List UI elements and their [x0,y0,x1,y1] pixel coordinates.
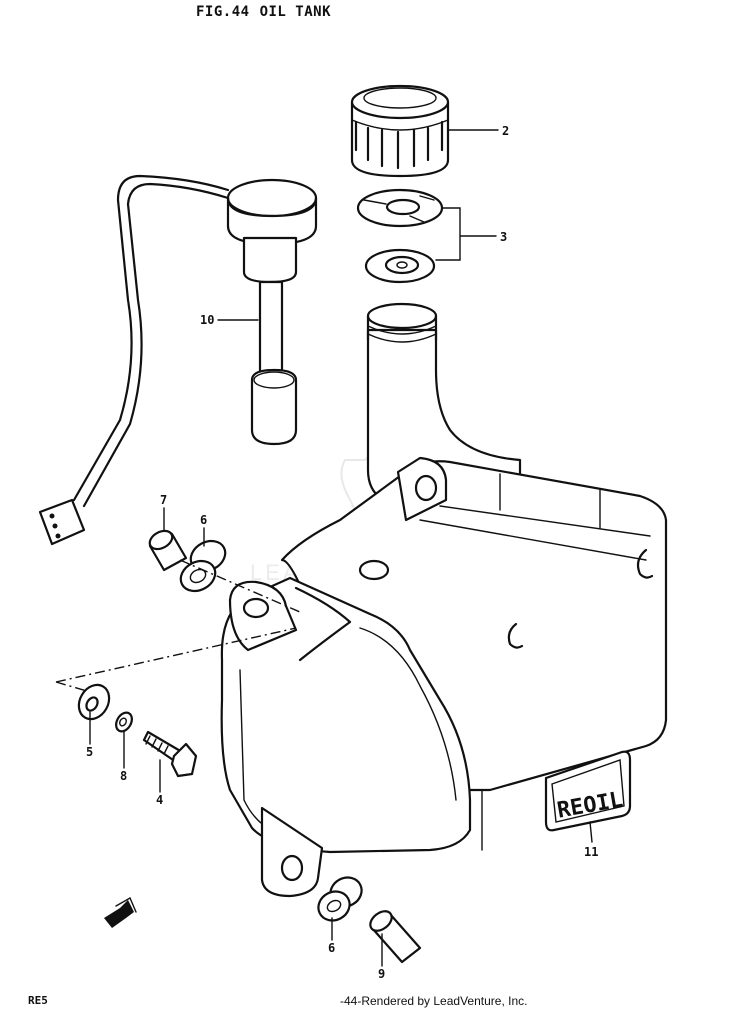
callout-2[interactable]: 2 [502,124,510,138]
callout-9[interactable]: 9 [378,967,386,981]
filler-cap-part-2[interactable] [350,84,450,178]
assembly-leader-line [55,627,297,683]
callout-6-lower[interactable]: 6 [328,941,336,955]
assembly-leader-line [179,559,301,613]
render-credit: -44-Rendered by LeadVenture, Inc. [340,994,528,1008]
decal-part-11[interactable]: REOIL [544,750,632,843]
figure-title: FIG.44 OIL TANK [196,4,341,20]
figure-name: OIL TANK [259,4,332,20]
figure-number: FIG.44 [196,4,250,20]
callout-8[interactable]: 8 [120,769,128,783]
cap-gasket-part-3[interactable] [356,188,444,284]
callout-3[interactable]: 3 [500,230,508,244]
callout-5[interactable]: 5 [86,745,94,759]
grommet-part-6-lower[interactable] [313,872,366,926]
lock-washer-part-8[interactable] [113,710,135,734]
callout-leader-lines [89,129,499,967]
grommet-part-6-upper[interactable] [176,535,231,597]
oil-level-sensor-part-10[interactable] [38,174,318,546]
model-code: RE5 [28,994,48,1007]
collar-part-7[interactable] [147,527,188,572]
washer-part-5[interactable] [73,679,115,724]
callout-4[interactable]: 4 [156,793,164,807]
callout-10[interactable]: 10 [200,313,215,327]
callout-6-upper[interactable]: 6 [200,513,208,527]
callout-11[interactable]: 11 [584,845,599,859]
bolt-part-4[interactable] [142,730,198,778]
oil-tank-body[interactable] [220,302,668,898]
collar-part-9[interactable] [367,907,422,964]
front-direction-arrow-icon [104,897,137,928]
callout-7[interactable]: 7 [160,493,168,507]
